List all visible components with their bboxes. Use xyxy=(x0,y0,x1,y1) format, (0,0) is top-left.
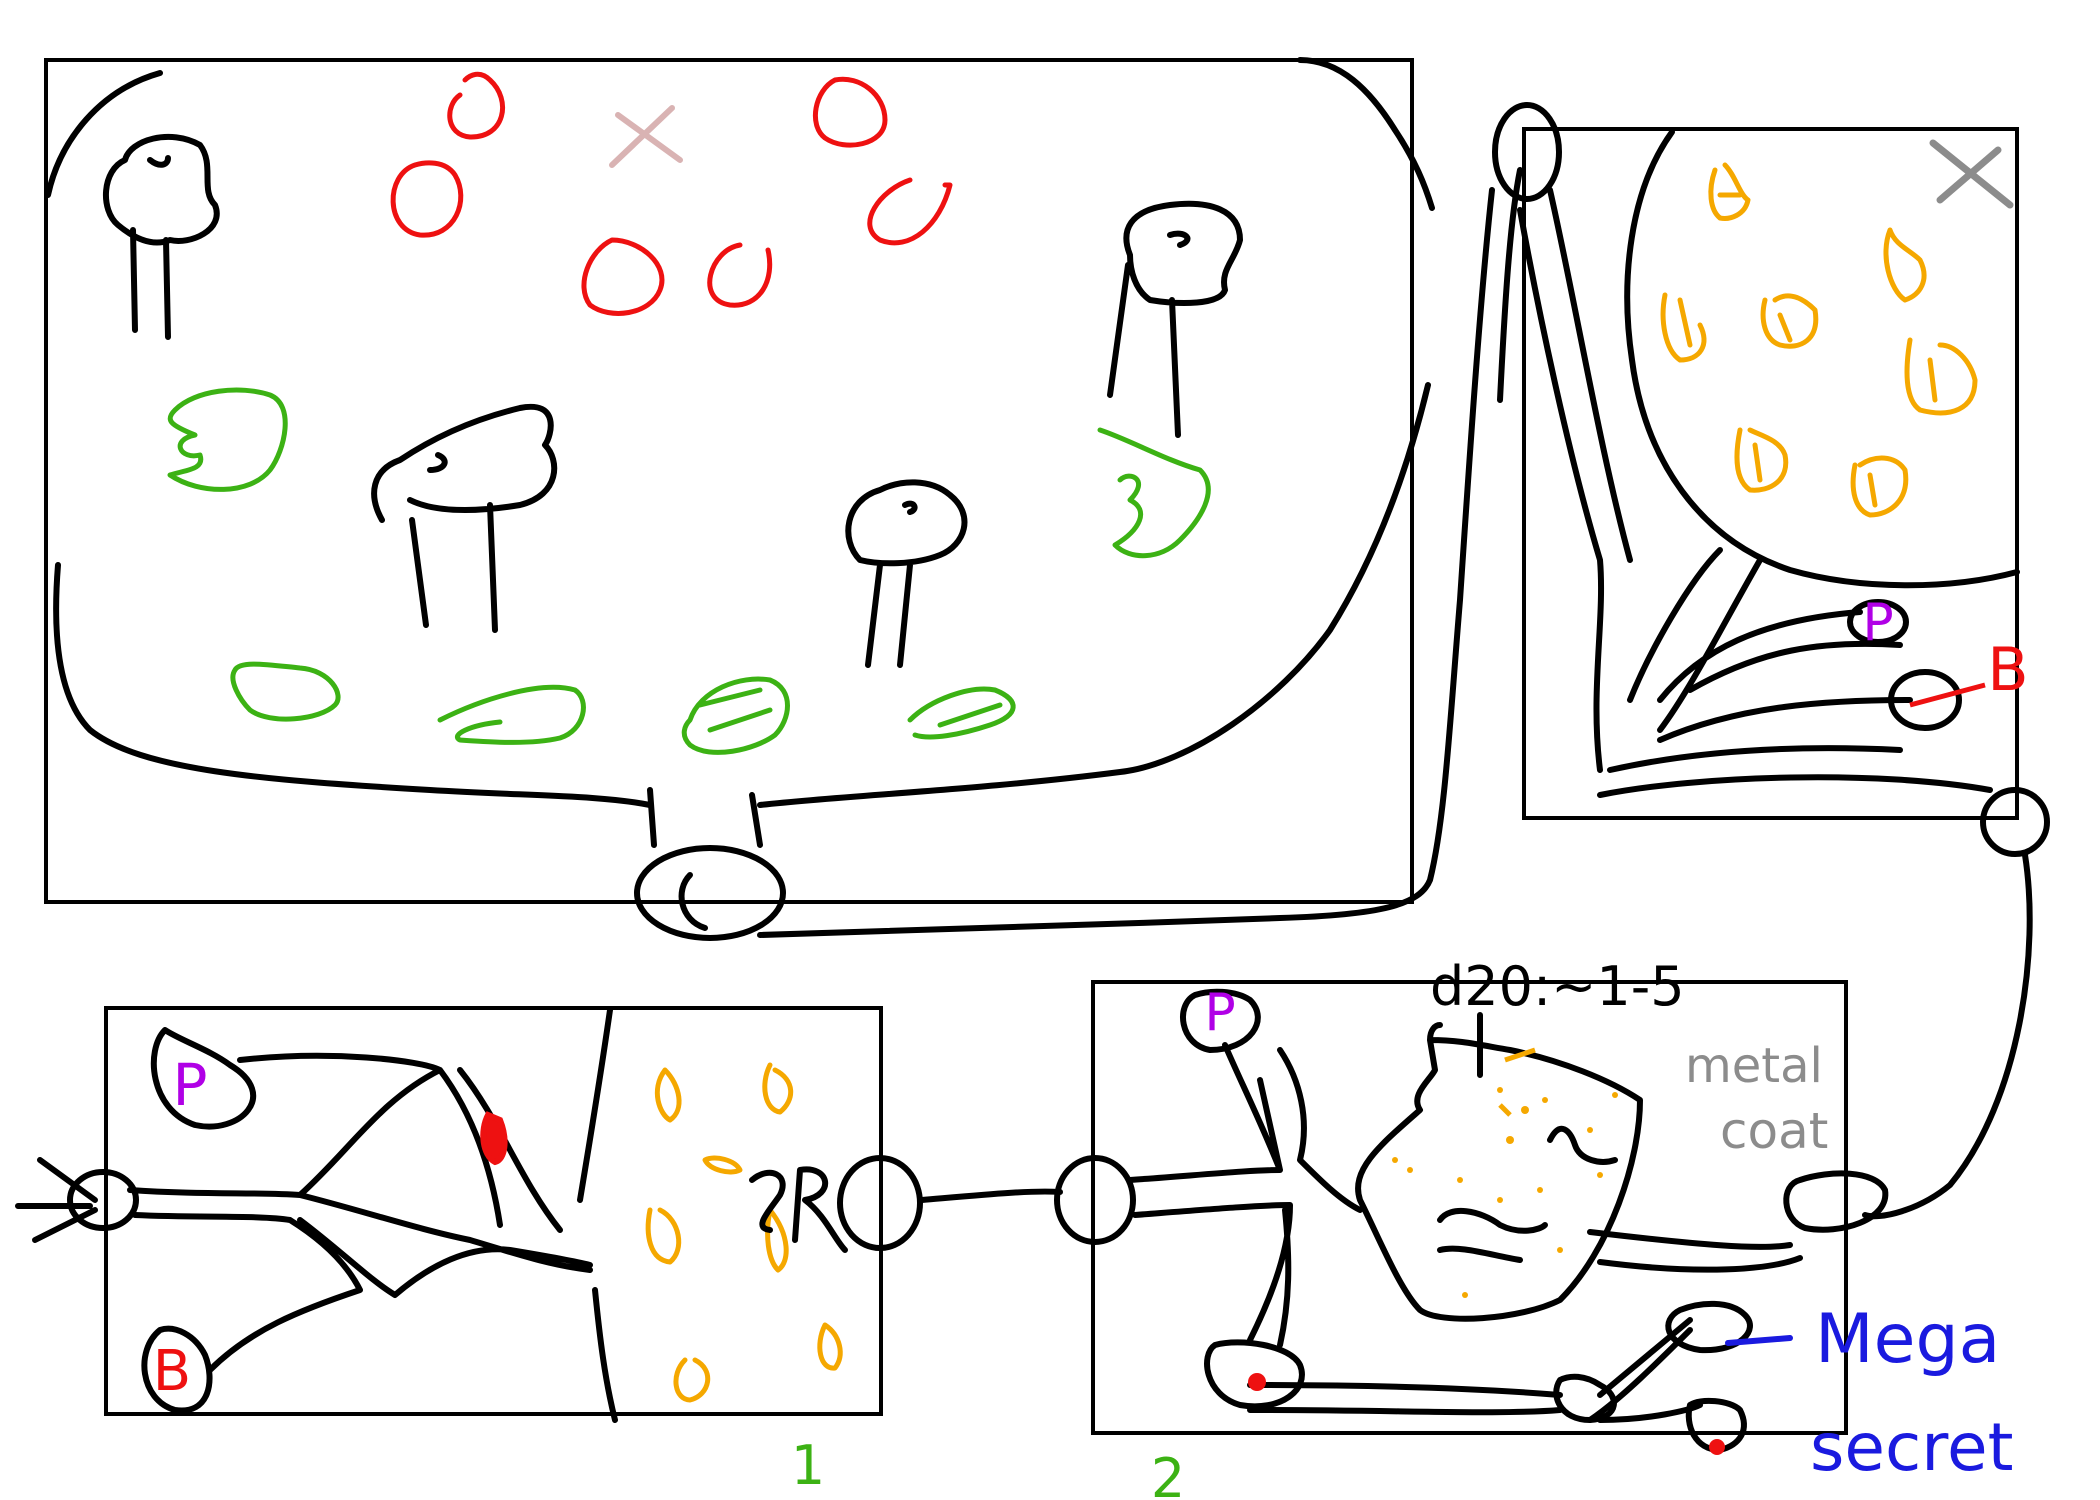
hoard-b-pointer xyxy=(1909,682,1986,708)
mega-secret-node xyxy=(1685,1397,1747,1453)
enemy-marker xyxy=(813,76,888,148)
forest-exit-node xyxy=(634,845,786,941)
gold-icon xyxy=(1760,293,1819,349)
enemy-marker xyxy=(447,71,506,140)
pale-x-marker xyxy=(609,105,683,168)
gold-icon xyxy=(1708,162,1751,221)
forest-exit-inner xyxy=(678,872,708,931)
coin-dots xyxy=(1392,1087,1618,1298)
room-two-red-node xyxy=(1204,1339,1305,1410)
forest-room xyxy=(44,57,1435,941)
gold-icon xyxy=(673,1357,711,1403)
hoard-room-frame xyxy=(1522,127,2019,820)
hoard-entry-node xyxy=(1492,102,1562,202)
room-two-corridors xyxy=(1127,1042,1803,1423)
room-one-p-label: P xyxy=(173,1051,208,1119)
gold-icon xyxy=(654,1067,682,1123)
forest-cave-outline xyxy=(45,57,1435,808)
entry-arrow-icon xyxy=(15,1157,98,1243)
gold-icon xyxy=(765,1207,789,1273)
gold-icon xyxy=(702,1155,743,1175)
room-one-p-node xyxy=(150,1027,257,1130)
room-two: P d20:~1-5 metal coat xyxy=(1091,955,1889,1455)
tree-icon xyxy=(1107,200,1243,438)
room-one-b-node xyxy=(141,1325,213,1414)
blood-mark xyxy=(480,1111,508,1166)
metal-coat-label-2: coat xyxy=(1720,1102,1828,1160)
room-one-exit-node xyxy=(837,1155,923,1251)
room-one-2r-scribble xyxy=(749,1166,848,1253)
bush-icon xyxy=(681,676,790,755)
tree-icon xyxy=(371,403,558,633)
enemy-marker xyxy=(390,160,464,238)
room-two-lower-node xyxy=(1553,1373,1617,1423)
forest-exit-passage xyxy=(647,787,763,848)
forest-room-frame xyxy=(44,58,1414,904)
enemy-marker xyxy=(581,237,665,316)
room-one-wall xyxy=(577,1007,618,1423)
hoard-corridors xyxy=(1517,187,1993,798)
bush-icon xyxy=(230,661,341,722)
gold-icon xyxy=(762,1062,794,1115)
coin-strokes xyxy=(1498,1047,1536,1117)
tree-icon xyxy=(103,133,220,340)
mega-secret-pointer xyxy=(1725,1335,1793,1346)
passage-forest-to-hoard xyxy=(757,167,1523,938)
hoard-room: P B xyxy=(1517,127,2029,820)
gold-icon xyxy=(1850,455,1909,518)
gold-icon xyxy=(1883,227,1927,303)
tree-icon xyxy=(845,479,968,668)
hoard-b-node xyxy=(1888,669,1962,731)
passage-hoard-to-room2 xyxy=(1862,852,2033,1220)
treasure-pile xyxy=(1355,1012,1643,1322)
room-two-number: 2 xyxy=(1151,1447,1185,1500)
bush-icon xyxy=(167,387,288,492)
mega-secret-label-1: Mega xyxy=(1815,1300,2000,1379)
grey-x-marker xyxy=(1929,139,2014,209)
room-two-p-node xyxy=(1180,988,1261,1053)
room-one-frame xyxy=(104,1006,883,1416)
hoard-cave-outline xyxy=(1624,129,2020,589)
room-two-frame xyxy=(1091,980,1848,1435)
gold-icon xyxy=(817,1322,843,1371)
enemy-marker xyxy=(867,177,953,246)
room-two-p-label: P xyxy=(1204,983,1235,1043)
room-one-number: 1 xyxy=(791,1434,825,1497)
treasure-squiggle xyxy=(1437,1125,1618,1263)
gold-icon xyxy=(645,1207,682,1265)
red-dot xyxy=(1248,1373,1266,1391)
bush-icon xyxy=(907,686,1016,740)
room-two-right-node xyxy=(1783,1170,1889,1233)
room-one-entry-node xyxy=(67,1169,139,1231)
bush-icon xyxy=(1097,427,1211,559)
mega-secret-label-2: secret xyxy=(1810,1409,2013,1486)
metal-coat-label-1: metal xyxy=(1685,1038,1823,1094)
room-one-corridors xyxy=(127,1052,593,1373)
gold-icon xyxy=(1904,337,1978,416)
hoard-p-node xyxy=(1847,599,1909,645)
room-one-b-label: B xyxy=(153,1339,191,1404)
passage-room1-to-room2 xyxy=(919,1188,1063,1203)
gold-icon xyxy=(1734,427,1789,493)
hoard-b-label: B xyxy=(1987,635,2028,705)
hoard-p-label: P xyxy=(1862,593,1893,653)
bush-icon xyxy=(437,684,586,745)
roll-note: d20:~1-5 xyxy=(1430,955,1685,1018)
red-dot xyxy=(1709,1439,1725,1455)
room-one: P B xyxy=(15,1006,883,1423)
enemy-marker xyxy=(707,242,773,308)
gold-icon xyxy=(1660,292,1707,363)
hoard-exit-node xyxy=(1980,787,2050,857)
